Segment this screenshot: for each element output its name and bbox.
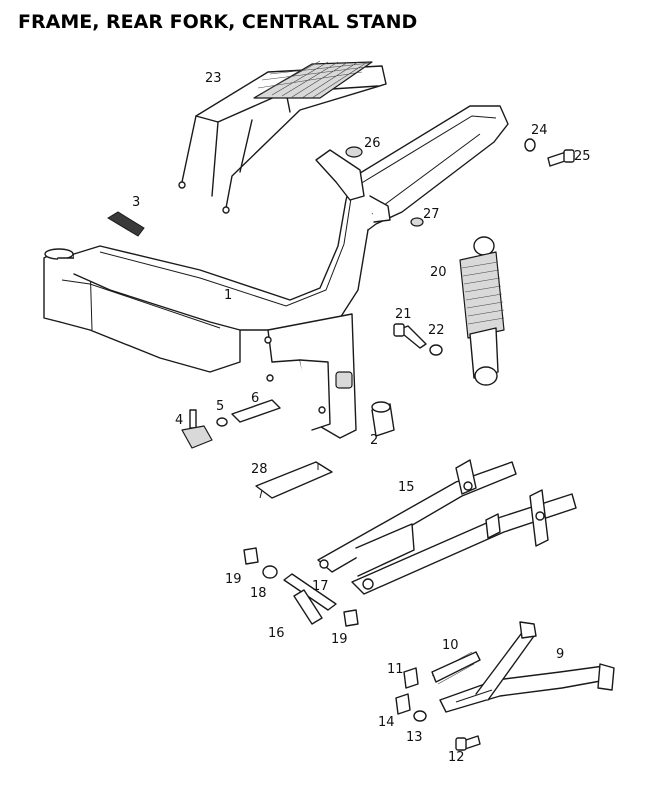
emblem-part (107, 211, 145, 237)
callout-26: 26 (364, 136, 381, 151)
callout-4: 4 (175, 413, 183, 428)
callout-13: 13 (406, 730, 423, 745)
callout-5: 5 (216, 399, 224, 414)
page-title: FRAME, REAR FORK, CENTRAL STAND (18, 11, 418, 33)
main-frame-part (43, 105, 509, 439)
callout-21: 21 (395, 307, 412, 322)
callout-25: 25 (574, 149, 591, 164)
callout-12: 12 (448, 750, 465, 765)
callout-6: 6 (251, 391, 259, 406)
callout-9: 9 (556, 647, 564, 662)
callout-18: 18 (250, 586, 267, 601)
bushing-part (371, 401, 395, 437)
grommet-part (345, 146, 424, 227)
callout-labels: 1 2 3 4 5 6 9 10 11 12 13 14 15 16 17 18… (132, 71, 591, 765)
callout-15: 15 (398, 480, 415, 495)
washer-bolt-part (524, 138, 575, 167)
callout-16: 16 (268, 626, 285, 641)
callout-28: 28 (251, 462, 268, 477)
rear-fork-part (317, 459, 577, 595)
callout-24: 24 (531, 123, 548, 138)
callout-22: 22 (428, 323, 445, 338)
spring-part (431, 651, 481, 685)
callout-19-upper: 19 (225, 572, 242, 587)
callout-11: 11 (387, 662, 404, 677)
callout-17: 17 (312, 579, 329, 594)
callout-1: 1 (224, 288, 232, 303)
callout-19-lower: 19 (331, 632, 348, 647)
callout-14: 14 (378, 715, 395, 730)
callout-2: 2 (370, 433, 378, 448)
bolt-nut-part (393, 323, 443, 356)
callout-20: 20 (430, 265, 447, 280)
callout-10: 10 (442, 638, 459, 653)
callout-27: 27 (423, 207, 440, 222)
shock-absorber-part (459, 236, 505, 386)
pivot-hardware-part (243, 547, 359, 627)
cover-plate-part (255, 461, 333, 499)
callout-23: 23 (205, 71, 222, 86)
drain-screw-part (181, 399, 281, 449)
central-stand-part (439, 621, 615, 713)
callout-3: 3 (132, 195, 140, 210)
stand-hardware-part (395, 667, 481, 751)
luggage-rack-part (178, 60, 387, 214)
